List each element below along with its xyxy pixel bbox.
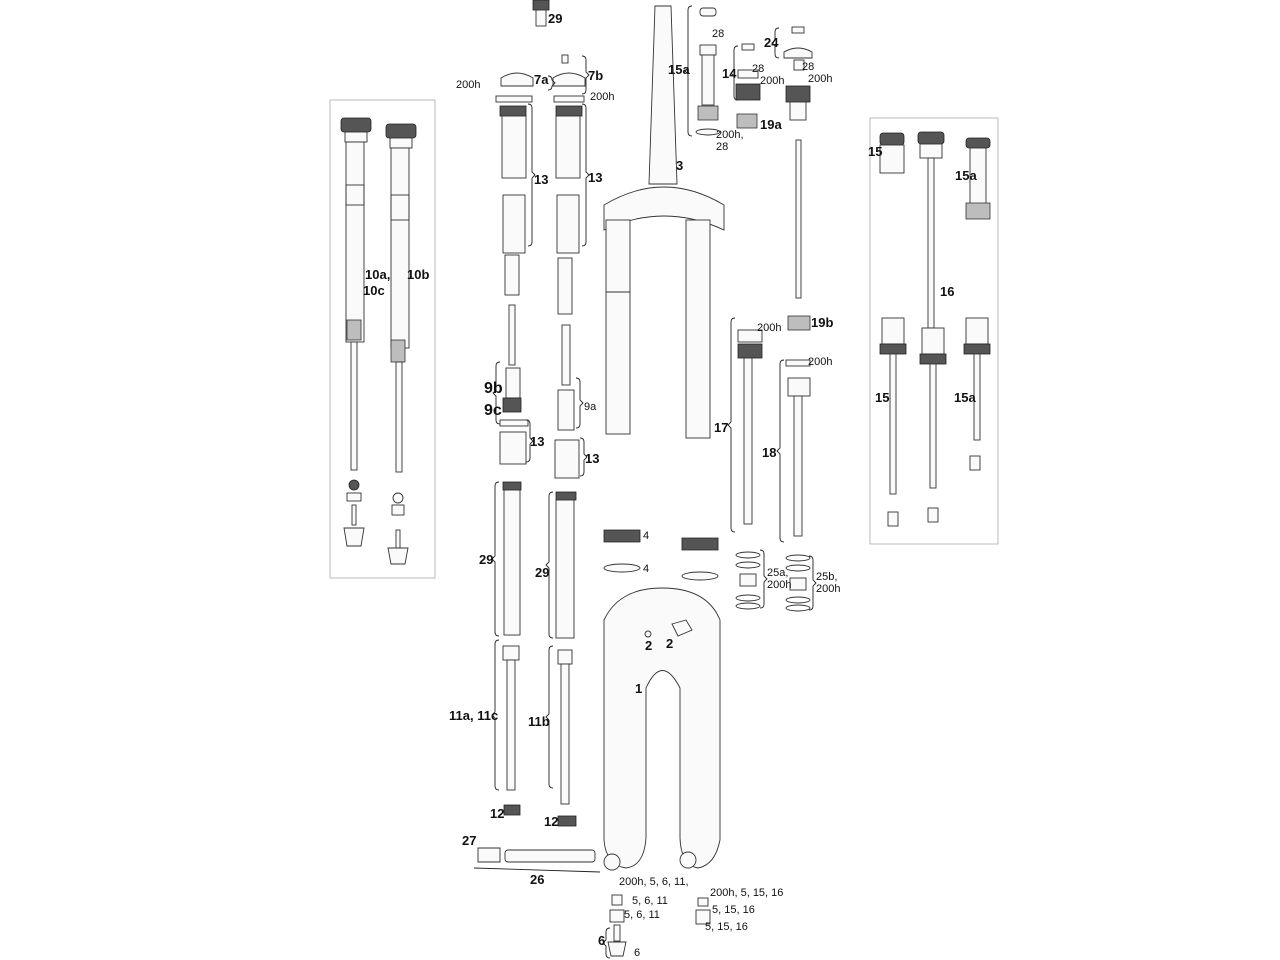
label-7a: 7a — [534, 72, 549, 87]
label-17: 17 — [714, 420, 728, 435]
label-200h-d: 200h — [808, 73, 832, 85]
coil-spring-parts — [603, 315, 811, 612]
air-spring-parts — [695, 7, 813, 299]
label-24: 24 — [764, 35, 779, 50]
label-200h-a: 200h — [456, 79, 480, 91]
label-15a-top: 15a — [668, 62, 690, 77]
crown-steerer-part — [603, 5, 725, 439]
label-3: 3 — [676, 158, 683, 173]
spring-inset-box — [869, 117, 999, 545]
label-13-c: 13 — [530, 434, 544, 449]
label-200h-b: 200h — [590, 91, 614, 103]
label-13-b: 13 — [588, 170, 602, 185]
label-29-a: 29 — [479, 552, 493, 567]
label-4-b: 4 — [643, 563, 649, 575]
label-2-b: 2 — [666, 636, 673, 651]
label-200h-c: 200h — [760, 75, 784, 87]
label-29-b: 29 — [535, 565, 549, 580]
second-column-parts — [552, 54, 586, 827]
label-11a-11c: 11a, 11c — [449, 708, 498, 723]
part-labels: 29 28 15a 7a 7b 200h 200h 13 13 3 14 28 … — [363, 11, 977, 959]
label-6-b: 6 — [634, 947, 640, 959]
label-19b: 19b — [811, 315, 833, 330]
label-9c: 9c — [484, 402, 502, 419]
label-5-6-11-b: 5, 6, 11 — [624, 909, 660, 921]
label-25b-line2: 200h — [816, 583, 840, 595]
label-13-d: 13 — [585, 451, 599, 466]
label-200h-28-line1: 200h, — [716, 129, 744, 141]
label-12-b: 12 — [544, 814, 558, 829]
label-200h-f: 200h — [808, 356, 832, 368]
label-200h-28-line2: 28 — [716, 141, 728, 153]
label-10b: 10b — [407, 267, 429, 282]
label-11b: 11b — [528, 714, 550, 729]
label-13-a: 13 — [534, 172, 548, 187]
left-column-parts — [495, 0, 550, 816]
label-200h-5-6-11: 200h, 5, 6, 11, — [619, 876, 689, 888]
label-27: 27 — [462, 833, 476, 848]
label-4-a: 4 — [643, 530, 649, 542]
label-6-a: 6 — [598, 933, 605, 948]
label-9b: 9b — [484, 380, 503, 397]
label-200h-e: 200h — [757, 322, 781, 334]
label-28-a: 28 — [712, 28, 724, 40]
label-15a-box: 15a — [955, 168, 977, 183]
label-200h-5-15-16: 200h, 5, 15, 16 — [710, 887, 783, 899]
label-15a-b: 15a — [954, 390, 976, 405]
label-2-a: 2 — [645, 638, 652, 653]
label-10a-line1: 10a, — [365, 267, 390, 282]
label-29-top: 29 — [548, 11, 562, 26]
label-28-c: 28 — [802, 61, 814, 73]
lower-leg-part — [603, 587, 721, 871]
label-5-6-11-a: 5, 6, 11 — [632, 895, 668, 907]
label-5-15-16-b: 5, 15, 16 — [705, 921, 748, 933]
label-9a: 9a — [584, 401, 597, 413]
label-26: 26 — [530, 872, 544, 887]
axle-hardware-parts — [477, 619, 711, 957]
label-25a-line2: 200h — [767, 579, 791, 591]
label-10a-line2: 10c — [363, 283, 385, 298]
label-28-b: 28 — [752, 63, 764, 75]
grouping-brackets — [473, 5, 817, 959]
label-15-b: 15 — [875, 390, 889, 405]
label-1: 1 — [635, 681, 642, 696]
label-19a: 19a — [760, 117, 782, 132]
label-15-box: 15 — [868, 144, 882, 159]
label-25a-line1: 25a, — [767, 567, 788, 579]
label-7b: 7b — [588, 68, 603, 83]
label-12-a: 12 — [490, 806, 504, 821]
label-25b-line1: 25b, — [816, 571, 837, 583]
label-5-15-16-a: 5, 15, 16 — [712, 904, 755, 916]
label-14: 14 — [722, 66, 737, 81]
label-16: 16 — [940, 284, 954, 299]
label-18: 18 — [762, 445, 776, 460]
damper-inset-box — [329, 99, 436, 579]
